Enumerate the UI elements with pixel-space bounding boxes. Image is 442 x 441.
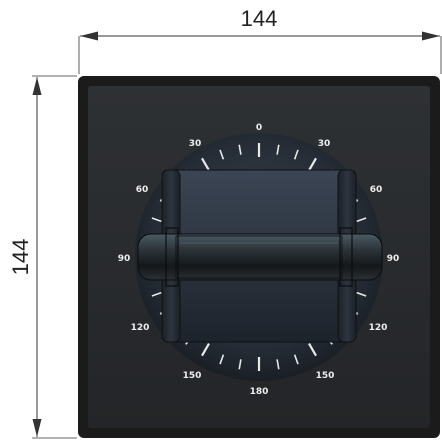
minor-tick (356, 217, 367, 223)
scale-label-30-left: 30 (189, 139, 202, 149)
height-arrow-top (32, 77, 42, 95)
height-dimension-label: 144 (8, 239, 33, 276)
handle-clamp-left (165, 227, 179, 287)
height-dimension: 144 (8, 75, 77, 439)
major-tick (308, 343, 317, 357)
scale-label-0: 0 (256, 123, 262, 133)
minor-tick (151, 291, 162, 297)
scale-label-120-left: 120 (131, 323, 150, 333)
scale-label-150-left: 150 (183, 371, 202, 381)
minor-tick (219, 149, 225, 160)
width-arrow-right (422, 31, 440, 41)
knob-handle-bar[interactable] (137, 233, 383, 281)
scale-label-90-right: 90 (387, 254, 400, 264)
scale-label-150-right: 150 (316, 371, 335, 381)
major-tick (308, 157, 317, 171)
scale-label-30-right: 30 (318, 139, 331, 149)
minor-tick (238, 359, 242, 370)
handle-clamp-right (339, 227, 353, 287)
minor-tick (293, 354, 299, 365)
scale-label-60-left: 60 (136, 185, 149, 195)
scale-label-60-right: 60 (370, 185, 383, 195)
major-tick (201, 343, 210, 357)
minor-tick (219, 354, 225, 365)
scale-label-90-left: 90 (118, 254, 131, 264)
minor-tick (151, 217, 162, 223)
width-arrow-left (80, 31, 98, 41)
scale-label-180: 180 (250, 387, 269, 397)
minor-tick (276, 359, 280, 370)
minor-tick (238, 144, 242, 155)
minor-tick (276, 144, 280, 155)
minor-tick (293, 149, 299, 160)
major-tick (201, 157, 210, 171)
handle-grip (175, 235, 343, 279)
rotary-knob[interactable] (137, 169, 383, 343)
dial-scale-labels: 0 30 30 60 60 90 90 120 120 150 150 180 (118, 123, 400, 397)
minor-tick (356, 291, 367, 297)
width-dimension-label: 144 (241, 6, 278, 31)
width-dimension: 144 (78, 6, 442, 74)
scale-label-120-right: 120 (369, 323, 388, 333)
height-arrow-bottom (32, 419, 42, 437)
